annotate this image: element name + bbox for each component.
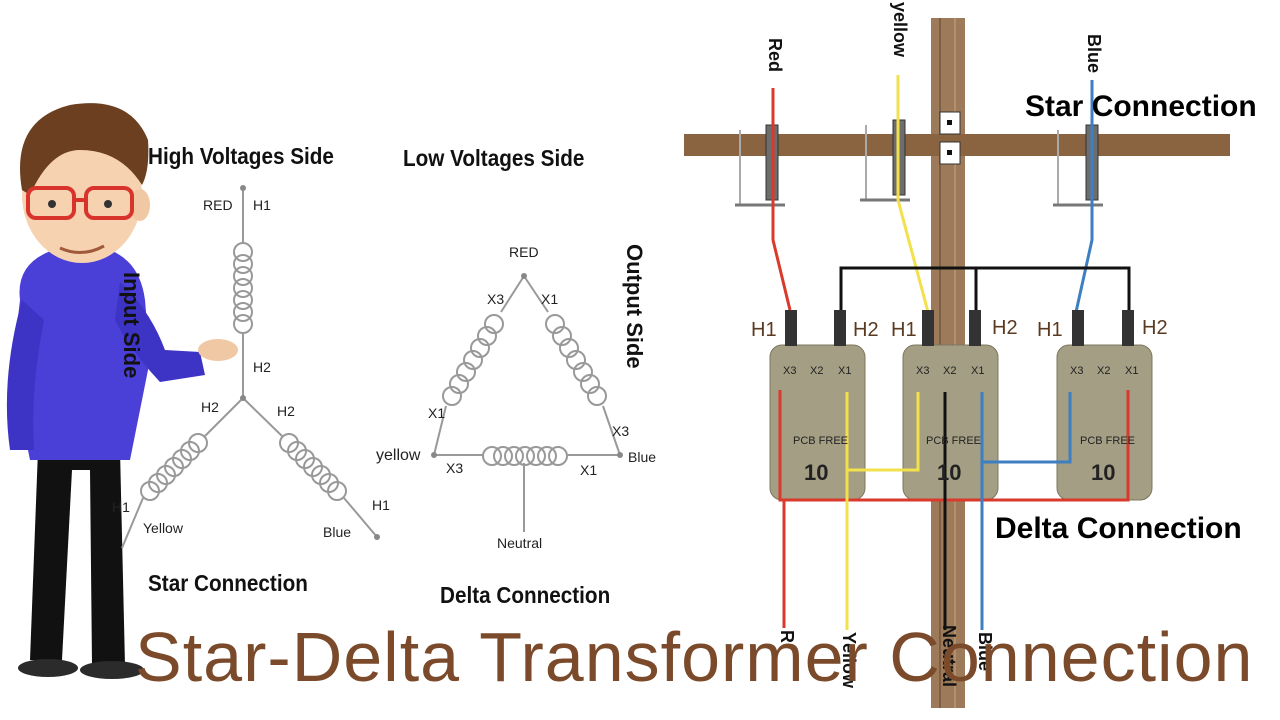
delta-connection-label: Delta Connection <box>995 512 1242 545</box>
delta-label-x1-bottom: X1 <box>580 462 598 478</box>
star-terminal-top <box>240 185 246 191</box>
tx3-h1: H1 <box>1037 319 1063 341</box>
delta-label-x3-bottom: X3 <box>446 460 464 476</box>
star-label-h1-right: H1 <box>372 497 390 513</box>
delta-label-red: RED <box>509 244 539 260</box>
output-side-label: Output Side <box>622 244 647 369</box>
star-left-coil <box>140 433 208 501</box>
delta-terminal-right <box>617 452 623 458</box>
tx2-h1: H1 <box>891 319 917 341</box>
wire-blue-delta <box>980 392 1072 464</box>
tx1-x2: X2 <box>810 365 824 377</box>
star-connection-label: Star Connection <box>1025 90 1257 123</box>
star-center-node <box>240 395 246 401</box>
delta-terminal-top <box>521 273 527 279</box>
input-side-label: Input Side <box>119 272 144 379</box>
delta-label-x3-right: X3 <box>612 423 630 439</box>
star-label-blue: Blue <box>323 524 352 540</box>
delta-label-x1-left: X1 <box>428 405 446 421</box>
delta-terminal-left <box>431 452 437 458</box>
wire-yellow-in <box>896 75 930 313</box>
star-terminal-right <box>374 534 380 540</box>
tx2-x2: X2 <box>943 365 957 377</box>
low-voltage-side-heading: Low Voltages Side <box>403 145 585 171</box>
tx1-x1: X1 <box>838 365 852 377</box>
delta-left-coil <box>442 314 504 406</box>
star-label-h1-left: H1 <box>112 499 130 515</box>
wire-label-blue-top: Blue <box>1084 34 1104 74</box>
tx3-rating: 10 <box>1091 460 1116 485</box>
tx3-h2: H2 <box>1142 317 1168 339</box>
high-voltage-side-heading: High Voltages Side <box>148 143 334 169</box>
star-schematic <box>121 188 378 549</box>
page-title: Star-Delta Transformer Connection <box>135 618 1254 696</box>
delta-label-neutral: Neutral <box>497 535 543 551</box>
star-top-coil <box>233 242 253 334</box>
tx2-x1: X1 <box>971 365 985 377</box>
star-label-red: RED <box>203 197 233 213</box>
tx1-x3: X3 <box>783 365 797 377</box>
delta-label-x3-top: X3 <box>487 291 505 307</box>
star-label-h2-right: H2 <box>277 403 295 419</box>
tx2-x3: X3 <box>916 365 930 377</box>
star-label-h1-top: H1 <box>253 197 271 213</box>
wire-yellow-delta <box>845 392 920 472</box>
delta-schematic <box>433 275 621 532</box>
delta-right-coil <box>545 314 607 406</box>
delta-bottom-coil <box>482 446 568 466</box>
star-connection-caption: Star Connection <box>148 570 308 596</box>
delta-label-x1-top: X1 <box>541 291 559 307</box>
presenter-illustration <box>6 103 238 679</box>
tx3-x3: X3 <box>1070 365 1084 377</box>
tx2-rating: 10 <box>937 460 962 485</box>
tx1-rating: 10 <box>804 460 829 485</box>
wire-red-delta <box>778 390 1130 502</box>
tx1-h1: H1 <box>751 319 777 341</box>
cutout-middle <box>860 119 910 202</box>
delta-label-blue: Blue <box>628 449 657 465</box>
tx3-x1: X1 <box>1125 365 1139 377</box>
wire-red-in <box>771 88 792 311</box>
tx2-h2: H2 <box>992 317 1018 339</box>
delta-label-yellow: yellow <box>376 447 421 464</box>
star-label-h2-left: H2 <box>201 399 219 415</box>
wire-blue-in <box>1074 80 1094 313</box>
tx1-pcb: PCB FREE <box>793 435 849 447</box>
wire-h2-bus <box>839 266 1131 312</box>
wire-label-yellow-top: yellow <box>890 2 910 58</box>
star-right-coil <box>279 433 347 501</box>
tx2-pcb: PCB FREE <box>926 435 982 447</box>
tx3-x2: X2 <box>1097 365 1111 377</box>
star-label-h2-center: H2 <box>253 359 271 375</box>
wire-label-red-top: Red <box>765 38 785 73</box>
delta-connection-caption: Delta Connection <box>440 582 611 608</box>
tx3-pcb: PCB FREE <box>1080 435 1136 447</box>
tx1-h2: H2 <box>853 319 879 341</box>
star-label-yellow: Yellow <box>143 520 183 536</box>
